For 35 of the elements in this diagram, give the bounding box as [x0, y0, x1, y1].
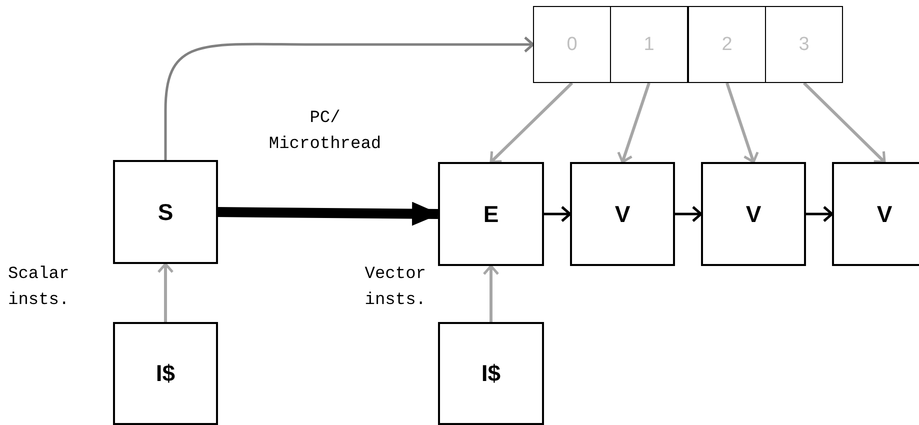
arrow — [164, 36, 534, 160]
arrow — [617, 82, 650, 164]
arrow — [806, 206, 834, 222]
unit-label: V — [876, 200, 892, 228]
unit-label: 2 — [722, 34, 732, 56]
arrow — [544, 206, 572, 222]
unit-box — [113, 160, 218, 264]
unit-label: 0 — [566, 34, 578, 56]
arrow — [482, 264, 500, 322]
arrow — [157, 262, 174, 322]
arrow — [490, 82, 574, 164]
arrow — [218, 202, 440, 226]
unit-label: 3 — [798, 34, 810, 56]
unit-label: V — [746, 200, 762, 228]
arrow — [802, 82, 886, 164]
unit-box — [832, 162, 919, 266]
unit-label: I$ — [156, 360, 176, 387]
unit-label: V — [614, 200, 630, 228]
arrow — [675, 206, 702, 222]
register-cell — [533, 6, 611, 83]
unit-box — [113, 322, 218, 425]
input-note: Scalar insts. — [8, 264, 70, 312]
register-cell — [765, 6, 843, 83]
unit-label: S — [158, 198, 174, 226]
input-note: Vector insts. — [364, 264, 426, 312]
unit-label: 1 — [644, 34, 654, 56]
arrow — [726, 82, 759, 164]
unit-label: I$ — [481, 360, 501, 387]
unit-box — [701, 162, 806, 266]
register-cell — [688, 6, 766, 83]
unit-label: E — [483, 200, 499, 228]
register-cell — [610, 6, 688, 83]
unit-box — [438, 162, 544, 266]
unit-box — [570, 162, 675, 266]
unit-box — [438, 322, 544, 425]
